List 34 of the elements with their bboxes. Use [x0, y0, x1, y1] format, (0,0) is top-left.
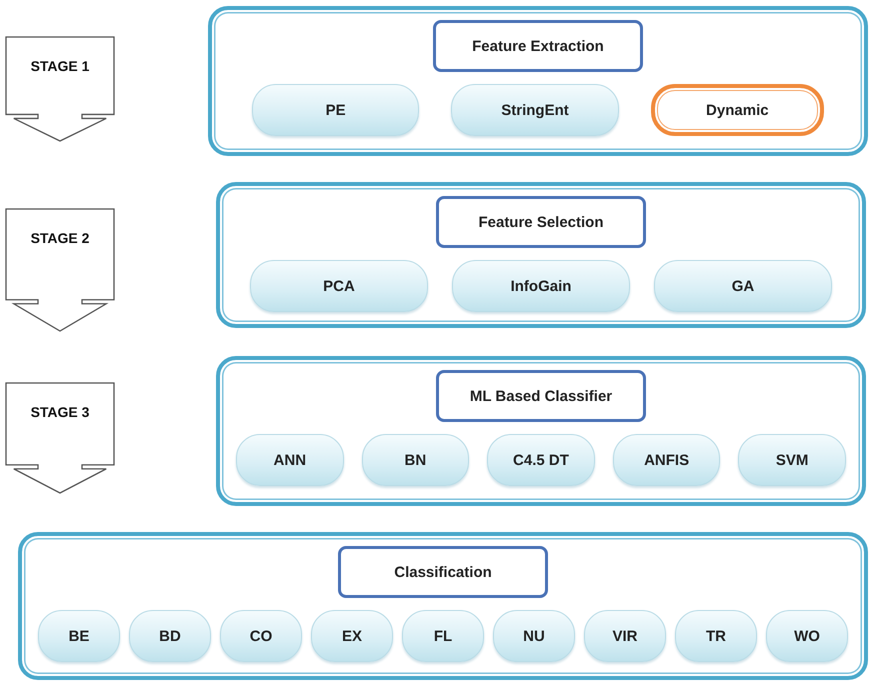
stage-label: STAGE 2: [30, 230, 90, 248]
stage-label: STAGE 3: [30, 404, 90, 422]
heading-box: Classification: [338, 546, 548, 598]
method-pill: PCA: [250, 260, 428, 312]
stage-panel: [18, 532, 868, 680]
method-pill: ANFIS: [612, 434, 720, 486]
method-pill: NU: [493, 610, 575, 662]
method-pill: InfoGain: [452, 260, 630, 312]
stage-arrow: [5, 382, 115, 494]
method-pill: BD: [129, 610, 211, 662]
heading-box: Feature Selection: [436, 196, 646, 248]
heading-box: Feature Extraction: [433, 20, 643, 72]
method-pill: C4.5 DT: [487, 434, 595, 486]
method-pill: TR: [675, 610, 757, 662]
stage-panel: [216, 356, 866, 506]
heading-box: ML Based Classifier: [436, 370, 646, 422]
stage-arrow: [5, 36, 115, 142]
stage-panel: [216, 182, 866, 328]
method-pill: StringEnt: [451, 84, 619, 136]
stage-arrow: [5, 208, 115, 332]
method-pill: SVM: [738, 434, 846, 486]
method-pill: CO: [220, 610, 302, 662]
method-pill: ANN: [236, 434, 344, 486]
method-pill: WO: [766, 610, 848, 662]
method-pill: VIR: [584, 610, 666, 662]
method-pill: EX: [311, 610, 393, 662]
method-pill: GA: [654, 260, 832, 312]
method-pill: BN: [362, 434, 470, 486]
stage-label: STAGE 1: [30, 58, 90, 76]
method-pill: FL: [402, 610, 484, 662]
highlighted-pill: Dynamic: [650, 84, 824, 136]
method-pill: PE: [252, 84, 420, 136]
method-pill: BE: [38, 610, 120, 662]
stage-panel: [208, 6, 868, 156]
